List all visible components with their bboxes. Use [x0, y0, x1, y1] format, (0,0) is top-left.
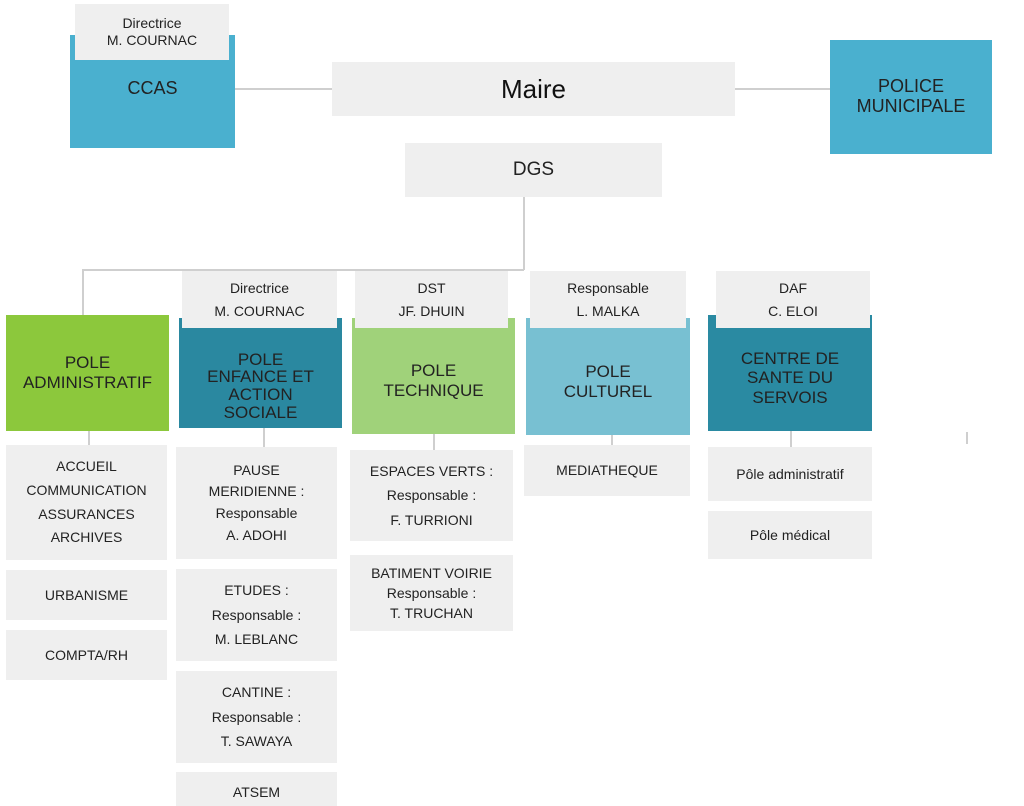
service-line: Responsable :	[386, 584, 477, 601]
pole-enfance-role: Directrice	[229, 280, 290, 297]
pole-technique-person: JF. DHUIN	[398, 302, 465, 319]
police-box: POLICE MUNICIPALE	[830, 40, 992, 154]
connector-poles-bar	[82, 269, 524, 271]
pole-administratif-name1: POLE	[64, 353, 111, 373]
centre-de-sante-daf-tag: DAF C. ELOI	[716, 271, 870, 328]
service-box: ACCUEIL COMMUNICATION ASSURANCES ARCHIVE…	[6, 445, 167, 560]
connector-maire-police	[735, 88, 830, 90]
service-box: ESPACES VERTS : Responsable : F. TURRION…	[350, 450, 513, 541]
service-line: COMPTA/RH	[45, 646, 128, 663]
pole-culturel-name2: CULTUREL	[563, 381, 653, 401]
service-box: PAUSE MERIDIENNE : Responsable A. ADOHI	[176, 447, 337, 559]
maire-label: Maire	[500, 73, 566, 104]
connector-ccas-maire	[235, 88, 332, 90]
pole-technique-name1: POLE	[410, 361, 457, 381]
service-line: T. SAWAYA	[220, 733, 293, 750]
pole-enfance-name1: POLE	[237, 349, 284, 369]
service-line: ARCHIVES	[50, 529, 123, 546]
service-line: ASSURANCES	[38, 505, 135, 522]
police-label-line1: POLICE	[877, 76, 945, 97]
pole-enfance-name2: ENFANCE ET	[207, 367, 314, 387]
police-label-line2: MUNICIPALE	[856, 96, 966, 116]
service-line: BATIMENT VOIRIE	[371, 564, 492, 581]
pole-administratif: POLE ADMINISTRATIF	[6, 315, 169, 431]
pole-culturel: POLE CULTUREL	[526, 318, 690, 435]
service-line: ETUDES :	[224, 582, 289, 599]
service-line: CANTINE :	[221, 684, 292, 701]
pole-enfance-name3: ACTION	[228, 385, 293, 405]
service-line: Responsable :	[211, 708, 302, 725]
service-line: F. TURRIONI	[390, 511, 473, 528]
service-line: ATSEM	[232, 784, 281, 800]
pole-enfance-person: M. COURNAC	[214, 302, 305, 319]
service-line: COMMUNICATION	[26, 481, 147, 498]
centre-de-sante-role: DAF	[779, 280, 807, 297]
service-line: ESPACES VERTS :	[369, 462, 494, 479]
service-box: MEDIATHEQUE	[524, 445, 690, 496]
service-line: A. ADOHI	[226, 526, 287, 543]
centre-de-sante-name3: SERVOIS	[752, 387, 828, 407]
service-line: Responsable :	[211, 606, 302, 623]
maire-box: Maire	[332, 62, 735, 116]
dgs-box: DGS	[405, 143, 662, 197]
pole-culturel-name1: POLE	[585, 361, 631, 381]
service-box: Pôle administratif	[708, 447, 872, 501]
service-box: URBANISME	[6, 570, 167, 620]
ccas-label: CCAS	[127, 78, 178, 98]
pole-administratif-name2: ADMINISTRATIF	[22, 373, 153, 392]
pole-enfance: POLE ENFANCE ET ACTION SOCIALE	[179, 318, 342, 428]
ccas-role: Directrice	[122, 14, 182, 31]
service-line: Pôle médical	[749, 526, 831, 543]
service-box: CANTINE : Responsable : T. SAWAYA	[176, 671, 337, 763]
pole-culturel-role: Responsable	[567, 280, 649, 297]
pole-culturel-responsable-tag: Responsable L. MALKA	[530, 271, 686, 328]
pole-technique-dst-tag: DST JF. DHUIN	[355, 271, 508, 328]
service-box: COMPTA/RH	[6, 630, 167, 680]
centre-de-sante: CENTRE DE SANTE DU SERVOIS	[708, 315, 872, 431]
pole-enfance-name4: SOCIALE	[223, 403, 298, 423]
dgs-label: DGS	[512, 159, 555, 181]
pole-technique-name2: TECHNIQUE	[383, 381, 484, 400]
service-line: Responsable :	[386, 487, 477, 504]
connector-technique-services	[433, 434, 435, 450]
connector-admin-down	[82, 269, 84, 315]
connector-admin-services	[88, 431, 90, 445]
service-line: T. TRUCHAN	[390, 605, 473, 622]
service-box: ETUDES : Responsable : M. LEBLANC	[176, 569, 337, 661]
pole-culturel-person: L. MALKA	[576, 302, 640, 319]
service-line: Responsable	[215, 505, 298, 521]
service-line: Pôle administratif	[736, 465, 844, 482]
centre-de-sante-name1: CENTRE DE	[740, 348, 840, 368]
centre-de-sante-person: C. ELOI	[768, 302, 818, 319]
service-line: URBANISME	[44, 586, 129, 603]
connector-culturel-services	[611, 435, 613, 445]
connector-sante-services	[790, 431, 792, 447]
service-box: ATSEM	[176, 772, 337, 806]
service-line: ACCUEIL	[56, 457, 117, 474]
service-line: M. LEBLANC	[214, 631, 299, 648]
ccas-director-tag: Directrice M. COURNAC	[75, 4, 229, 60]
connector-stub-right	[966, 432, 968, 444]
service-line: MEDIATHEQUE	[556, 462, 658, 479]
pole-enfance-director-tag: Directrice M. COURNAC	[182, 271, 337, 328]
connector-dgs-down	[523, 197, 525, 270]
pole-technique: POLE TECHNIQUE	[352, 318, 515, 434]
connector-enfance-services	[263, 428, 265, 447]
service-box: BATIMENT VOIRIE Responsable : T. TRUCHAN	[350, 555, 513, 631]
centre-de-sante-name2: SANTE DU	[747, 368, 833, 388]
ccas-person: M. COURNAC	[106, 32, 198, 48]
service-line: MERIDIENNE :	[208, 483, 305, 500]
service-line: PAUSE	[233, 461, 280, 478]
pole-technique-role: DST	[417, 280, 446, 297]
service-box: Pôle médical	[708, 511, 872, 559]
